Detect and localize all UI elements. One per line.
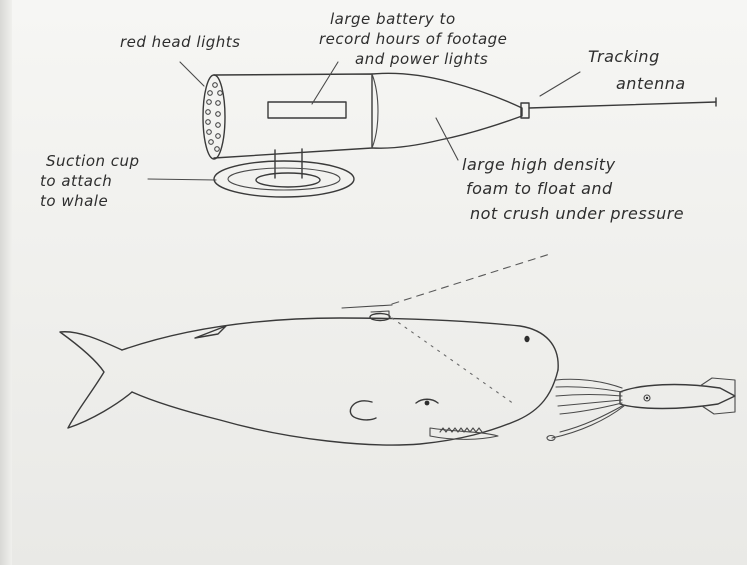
tag-connector [392,254,550,304]
whale-back [122,318,558,370]
whale-belly [132,370,558,445]
squid-eye [646,397,648,399]
red-head-lights-dots [206,83,223,152]
squid-fin [700,378,735,414]
battery-window [268,102,346,118]
leader-battery [312,62,338,104]
whale-tail [60,332,132,428]
label-battery-2: record hours of footage [319,30,507,48]
label-foam-2: foam to float and [466,179,613,198]
label-suction-1: Suction cup [46,152,140,170]
sperm-whale [60,305,558,445]
whale-eye [425,401,430,406]
label-battery-1: large battery to [330,10,456,28]
suction-cup [214,161,354,197]
annotations: red head lights large battery to record … [40,10,686,223]
mounted-tag-base [370,314,390,321]
label-suction-2: to attach [40,172,112,190]
foam-float [372,73,522,148]
whale-flipper [350,401,376,420]
leader-suction [148,179,216,180]
squid-mantle [620,385,735,409]
label-battery-3: and power lights [355,50,488,68]
camera-view-line [392,318,514,404]
leader-foam [436,118,458,160]
label-suction-3: to whale [40,192,108,210]
mounted-tag [342,305,392,317]
leader-lights [180,62,204,86]
label-antenna-2: antenna [616,74,686,93]
camera-body [214,74,372,158]
label-foam-3: not crush under pressure [470,204,684,223]
squid [547,378,735,441]
squid-tentacles [547,379,624,440]
label-foam-1: large high density [462,155,616,174]
label-red-head-lights: red head lights [120,33,240,51]
leader-antenna [540,72,580,96]
label-antenna-1: Tracking [588,47,660,66]
whale-blowhole [524,336,529,342]
tracking-antenna [529,102,716,108]
